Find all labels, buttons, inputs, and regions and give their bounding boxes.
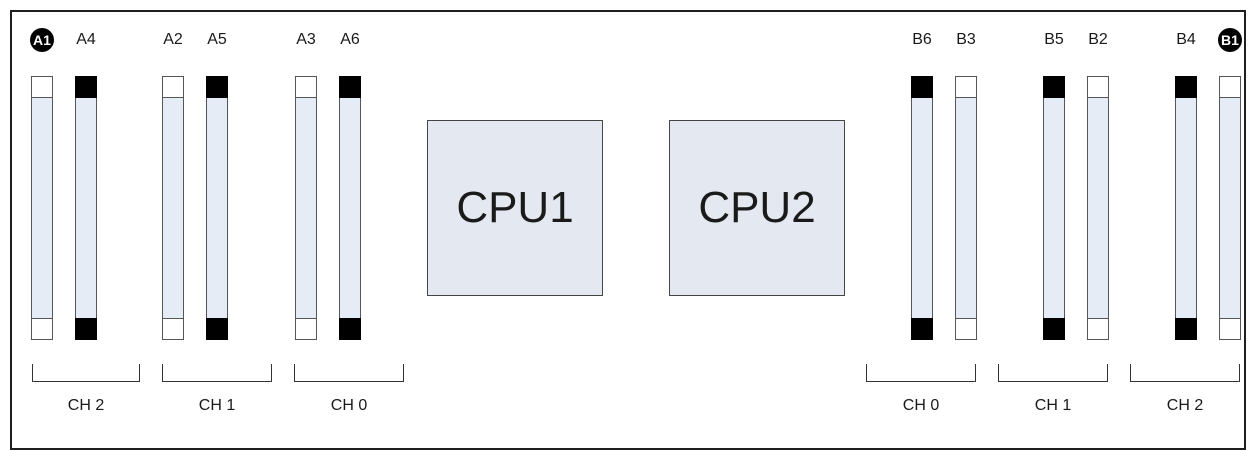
dimm-latch-top (1043, 76, 1065, 98)
slot-label-a4: A4 (76, 31, 96, 48)
dimm-latch-top (955, 76, 977, 98)
dimm-slot-b3[interactable] (955, 76, 977, 340)
channel-bracket-b-ch2 (1130, 364, 1240, 382)
cpu-socket-cpu2[interactable]: CPU2 (669, 120, 845, 296)
dimm-latch-bottom (295, 318, 317, 340)
dimm-latch-bottom (339, 318, 361, 340)
dimm-latch-top (31, 76, 53, 98)
dimm-latch-bottom (1087, 318, 1109, 340)
slot-label-b5: B5 (1044, 31, 1064, 48)
channel-bracket-a-ch2 (32, 364, 140, 382)
channel-label-b-ch1: CH 1 (1034, 397, 1072, 414)
channel-label-b-ch2: CH 2 (1166, 397, 1204, 414)
slot-label-b1: B1 (1218, 28, 1242, 52)
dimm-latch-top (1087, 76, 1109, 98)
dimm-latch-bottom (911, 318, 933, 340)
dimm-slot-b2[interactable] (1087, 76, 1109, 340)
dimm-slot-a1[interactable] (31, 76, 53, 340)
cpu-socket-cpu1[interactable]: CPU1 (427, 120, 603, 296)
dimm-latch-bottom (1175, 318, 1197, 340)
slot-label-a5: A5 (207, 31, 227, 48)
dimm-slot-a4[interactable] (75, 76, 97, 340)
slot-label-a1: A1 (30, 28, 54, 52)
slot-label-a3: A3 (296, 31, 316, 48)
dimm-latch-top (911, 76, 933, 98)
slot-label-b6: B6 (912, 31, 932, 48)
dimm-slot-b5[interactable] (1043, 76, 1065, 340)
channel-label-a-ch1: CH 1 (198, 397, 236, 414)
dimm-latch-bottom (1043, 318, 1065, 340)
dimm-latch-bottom (1219, 318, 1241, 340)
channel-label-a-ch2: CH 2 (67, 397, 105, 414)
dimm-latch-bottom (162, 318, 184, 340)
dimm-latch-top (1175, 76, 1197, 98)
dimm-slot-b6[interactable] (911, 76, 933, 340)
dimm-latch-top (1219, 76, 1241, 98)
slot-label-a6: A6 (340, 31, 360, 48)
slot-label-b4: B4 (1176, 31, 1196, 48)
dimm-latch-bottom (955, 318, 977, 340)
dimm-latch-top (339, 76, 361, 98)
slot-label-b2: B2 (1088, 31, 1108, 48)
dimm-latch-top (295, 76, 317, 98)
channel-label-a-ch0: CH 0 (330, 397, 368, 414)
dimm-latch-top (162, 76, 184, 98)
dimm-slot-a6[interactable] (339, 76, 361, 340)
channel-bracket-b-ch1 (998, 364, 1108, 382)
channel-bracket-b-ch0 (866, 364, 976, 382)
dimm-slot-a3[interactable] (295, 76, 317, 340)
dimm-slot-a2[interactable] (162, 76, 184, 340)
dimm-slot-a5[interactable] (206, 76, 228, 340)
channel-label-b-ch0: CH 0 (902, 397, 940, 414)
dimm-latch-top (75, 76, 97, 98)
dimm-latch-bottom (31, 318, 53, 340)
dimm-slot-b4[interactable] (1175, 76, 1197, 340)
channel-bracket-a-ch0 (294, 364, 404, 382)
dimm-slot-b1[interactable] (1219, 76, 1241, 340)
dimm-latch-bottom (75, 318, 97, 340)
slot-label-b3: B3 (956, 31, 976, 48)
slot-label-a2: A2 (163, 31, 183, 48)
dimm-latch-bottom (206, 318, 228, 340)
dimm-latch-top (206, 76, 228, 98)
channel-bracket-a-ch1 (162, 364, 272, 382)
